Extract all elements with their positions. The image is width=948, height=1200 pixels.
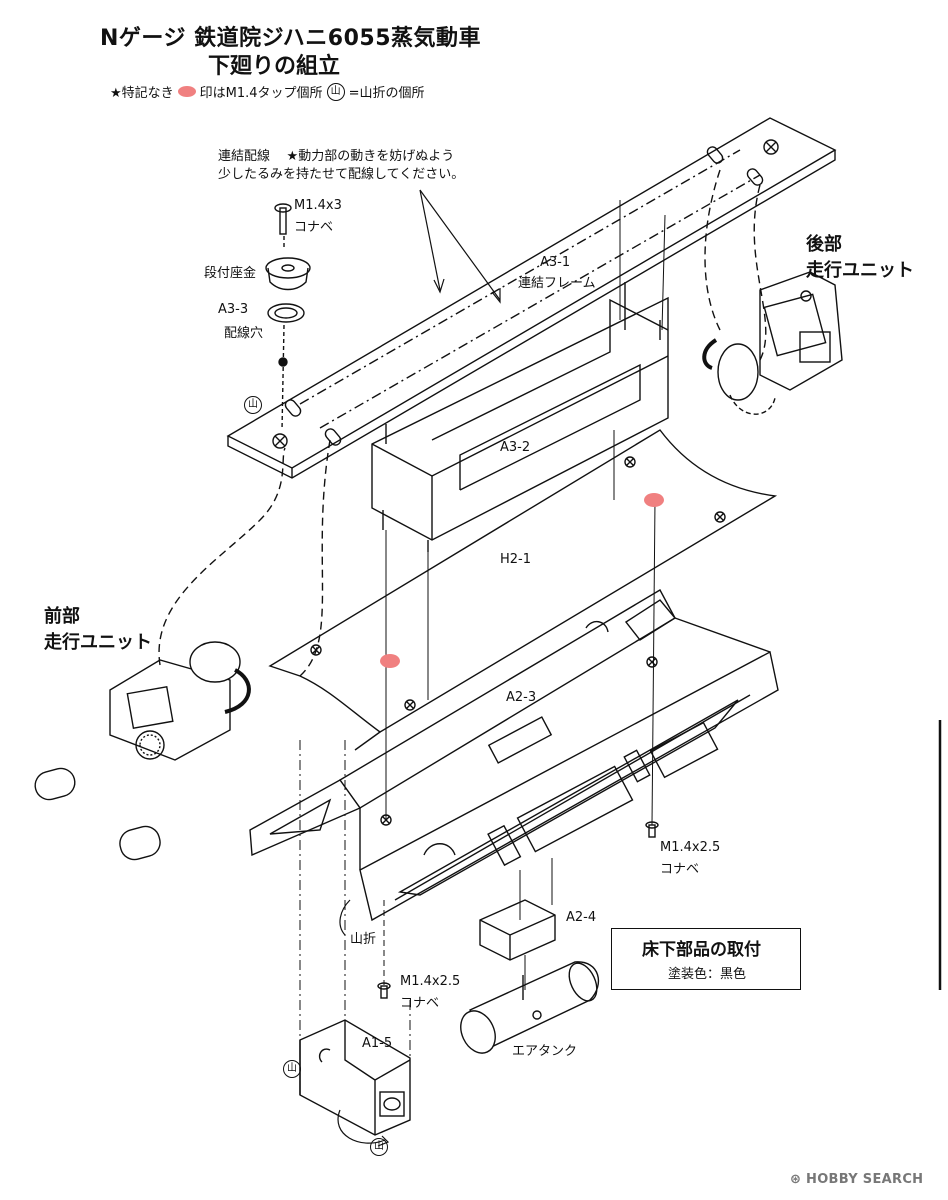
bracket-a2-4	[479, 899, 556, 961]
label-a3-3: A3-3	[218, 302, 249, 317]
front-unit-line1: 前部	[44, 606, 80, 627]
watermark: ⊛ HOBBY SEARCH	[790, 1172, 923, 1187]
wiring-label: 連結配線	[218, 149, 271, 164]
tap-dot-icon	[177, 86, 196, 97]
rear-unit-line2: 走行ユニット	[806, 260, 914, 281]
label-a1-5: A1-5	[362, 1036, 393, 1051]
legend-yama-text: =山折の個所	[348, 86, 425, 101]
label-h2-1: H2-1	[500, 552, 532, 567]
rear-running-unit	[702, 271, 843, 415]
yama-marker-icon: 山	[283, 1060, 301, 1078]
air-tank	[460, 961, 600, 1054]
watermark-brand: HOBBY SEARCH	[806, 1172, 924, 1187]
label-a2-3: A2-3	[506, 690, 537, 705]
wiring-note-line1: ★動力部の動きを妨げぬよう	[286, 149, 455, 164]
legend-prefix: ★特記なき	[110, 86, 174, 101]
label-a2-4: A2-4	[566, 910, 597, 925]
label-wire-hole: 配線穴	[224, 326, 264, 341]
screw-top	[265, 203, 311, 431]
label-screw-top: M1.4x3	[294, 198, 342, 213]
wiring-note: 連結配線 ★動力部の動きを妨げぬよう 少したるみを持たせて配線してください。	[218, 148, 464, 184]
screw-bottom	[377, 982, 391, 999]
watermark-logo-icon: ⊛	[790, 1172, 807, 1187]
box-a3-2	[371, 282, 669, 552]
label-screw-bottom-type: コナベ	[400, 996, 440, 1011]
title-line1: Nゲージ 鉄道院ジハニ6055蒸気動車	[100, 26, 482, 51]
label-air-tank: エアタンク	[512, 1044, 578, 1059]
legend-suffix: 印はM1.4タップ個所	[199, 86, 323, 101]
label-screw-top-type: コナベ	[294, 220, 334, 235]
legend: ★特記なき 印はM1.4タップ個所 山 =山折の個所	[110, 82, 424, 101]
note-arrows	[419, 189, 501, 304]
title-line2: 下廻りの組立	[208, 54, 341, 79]
wiring-paths	[158, 169, 767, 677]
underframe-a2-3	[249, 589, 779, 922]
wiring-note-line2: 少したるみを持たせて配線してください。	[218, 167, 465, 182]
label-screw-bottom: M1.4x2.5	[400, 974, 461, 989]
frame-plate-a3-1	[226, 117, 837, 479]
underfloor-heading: 床下部品の取付	[642, 940, 761, 960]
yama-marker-icon: 山	[370, 1138, 388, 1156]
yama-marker-icon: 山	[244, 396, 262, 414]
assembly-lines	[299, 200, 666, 1058]
bracket-a1-5	[299, 1019, 411, 1136]
label-screw-right-type: コナベ	[660, 862, 700, 877]
front-unit-line2: 走行ユニット	[44, 632, 152, 653]
label-screw-right: M1.4x2.5	[660, 840, 721, 855]
rear-unit-line1: 後部	[806, 234, 842, 255]
label-frame: 連結フレーム	[518, 276, 596, 291]
underfloor-paint: 塗装色：黒色	[668, 967, 747, 982]
rear-unit-label: 後部 走行ユニット	[806, 232, 914, 284]
front-unit-label: 前部 走行ユニット	[44, 604, 152, 656]
front-running-unit	[34, 641, 251, 861]
label-a3-1: A3-1	[540, 255, 571, 270]
label-yama-fold: 山折	[350, 932, 377, 947]
label-a3-2: A3-2	[500, 440, 531, 455]
label-washer: 段付座金	[204, 266, 257, 281]
tap-marks	[380, 493, 664, 668]
yama-fold-icon: 山	[326, 82, 345, 101]
underfloor-parts-box: 床下部品の取付 塗装色：黒色	[611, 928, 801, 990]
